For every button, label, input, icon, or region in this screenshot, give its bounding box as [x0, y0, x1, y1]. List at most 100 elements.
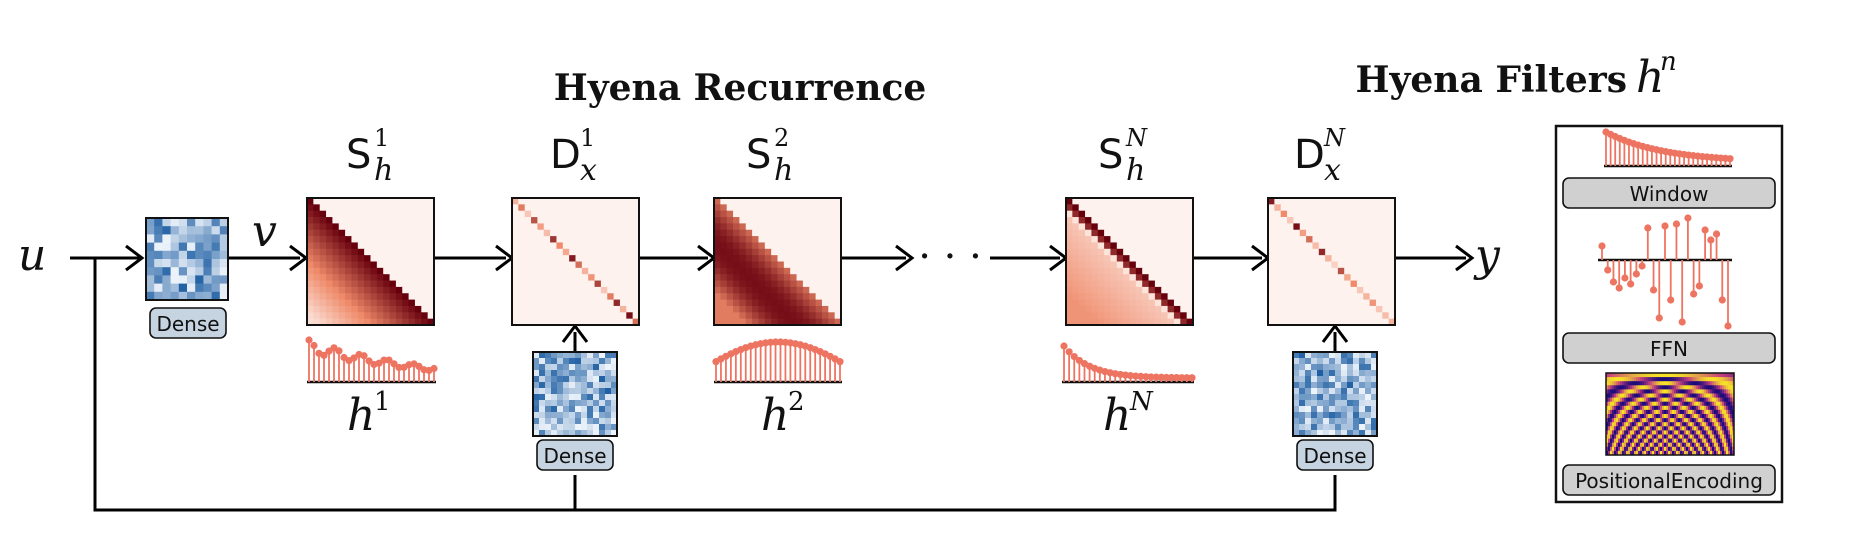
pe-cell	[1718, 418, 1721, 423]
pe-cell	[1680, 377, 1683, 382]
matrix-cell	[383, 217, 390, 224]
matrix-cell	[421, 293, 429, 300]
pe-cell	[1694, 409, 1697, 415]
dense-cell	[178, 250, 188, 260]
matrix-cell	[828, 305, 836, 313]
matrix-cell	[581, 210, 589, 218]
stem-marker	[1684, 214, 1692, 222]
pe-cell	[1626, 385, 1629, 390]
dense-cell	[1329, 406, 1336, 413]
matrix-cell	[828, 248, 836, 256]
matrix-cell	[619, 299, 627, 307]
pe-cell	[1724, 373, 1727, 378]
dense-cell	[1311, 370, 1318, 377]
pe-cell	[1704, 438, 1707, 444]
pe-cell	[1732, 438, 1735, 444]
matrix-cell	[1066, 223, 1073, 231]
matrix-cell	[376, 210, 384, 218]
matrix-cell	[1299, 318, 1307, 326]
matrix-cell	[739, 293, 747, 300]
pe-cell	[1726, 401, 1729, 407]
matrix-cell	[796, 210, 804, 218]
dense-cell	[1329, 358, 1336, 365]
matrix-cell	[1173, 274, 1181, 281]
matrix-cell	[319, 198, 327, 205]
pe-cell	[1644, 422, 1647, 427]
pe-cell	[1676, 393, 1679, 398]
matrix-cell	[1135, 280, 1143, 288]
pe-cell	[1708, 442, 1711, 448]
dense-cell	[1341, 412, 1348, 419]
matrix-cell	[771, 255, 778, 262]
pe-cell	[1694, 450, 1697, 456]
matrix-cell	[1161, 217, 1168, 224]
pe-cell	[1618, 430, 1621, 435]
matrix-cell	[777, 274, 785, 281]
dense-cell	[162, 275, 171, 284]
pe-cell	[1614, 422, 1617, 427]
matrix-cell	[758, 217, 766, 224]
pe-cell	[1698, 438, 1701, 444]
dense-cell	[1323, 400, 1330, 407]
pe-cell	[1706, 389, 1709, 394]
pe-cell	[1668, 385, 1671, 390]
matrix-cell	[307, 236, 314, 243]
pe-cell	[1642, 401, 1645, 407]
pe-cell	[1728, 397, 1731, 403]
matrix-cell	[581, 223, 589, 231]
matrix-cell	[550, 198, 557, 205]
matrix-cell	[1167, 318, 1175, 326]
matrix-cell	[575, 242, 583, 250]
pe-cell	[1700, 446, 1703, 452]
stem-marker	[305, 336, 313, 344]
matrix-cell	[518, 293, 526, 300]
matrix-cell	[594, 236, 602, 243]
pe-cell	[1646, 409, 1649, 415]
matrix-cell	[613, 223, 621, 231]
pe-cell	[1686, 409, 1689, 415]
matrix-cell	[383, 204, 390, 212]
matrix-cell	[1293, 229, 1301, 237]
matrix-cell	[834, 242, 842, 250]
pe-cell	[1724, 430, 1727, 435]
stem-marker	[1615, 284, 1623, 292]
pe-cell	[1704, 373, 1707, 378]
matrix-cell	[1116, 261, 1124, 269]
matrix-cell	[834, 223, 842, 231]
matrix-cell	[1331, 229, 1339, 237]
matrix-cell	[1318, 242, 1326, 250]
op-sub: h	[1126, 153, 1145, 188]
matrix-cell	[1091, 318, 1099, 326]
pe-cell	[1612, 450, 1615, 456]
matrix-cell	[345, 255, 352, 262]
pe-cell	[1668, 434, 1671, 439]
matrix-cell	[1369, 223, 1377, 231]
matrix-cell	[364, 318, 371, 326]
matrix-cell	[319, 312, 327, 320]
pe-cell	[1688, 438, 1691, 444]
matrix-cell	[326, 286, 333, 294]
matrix-cell	[1280, 223, 1288, 231]
dense-cell	[539, 376, 546, 383]
matrix-cell	[531, 261, 538, 269]
matrix-cell	[1148, 280, 1156, 288]
pe-cell	[1652, 393, 1655, 398]
pe-cell	[1704, 434, 1707, 439]
matrix-cell	[307, 305, 314, 313]
pe-cell	[1618, 397, 1621, 403]
matrix-cell	[1299, 217, 1307, 224]
matrix-cell	[783, 204, 791, 212]
matrix-cell	[834, 299, 842, 307]
pe-cell	[1628, 393, 1631, 398]
matrix-cell	[726, 229, 734, 237]
matrix-cell	[714, 280, 721, 288]
dense-cell	[569, 424, 576, 431]
dense-cell	[599, 376, 606, 383]
pe-cell	[1628, 434, 1631, 439]
pe-cell	[1626, 442, 1629, 448]
matrix-cell	[307, 293, 314, 300]
matrix-cell	[332, 255, 340, 262]
pe-cell	[1680, 393, 1683, 398]
pe-cell	[1616, 414, 1619, 419]
matrix-cell	[562, 210, 570, 218]
